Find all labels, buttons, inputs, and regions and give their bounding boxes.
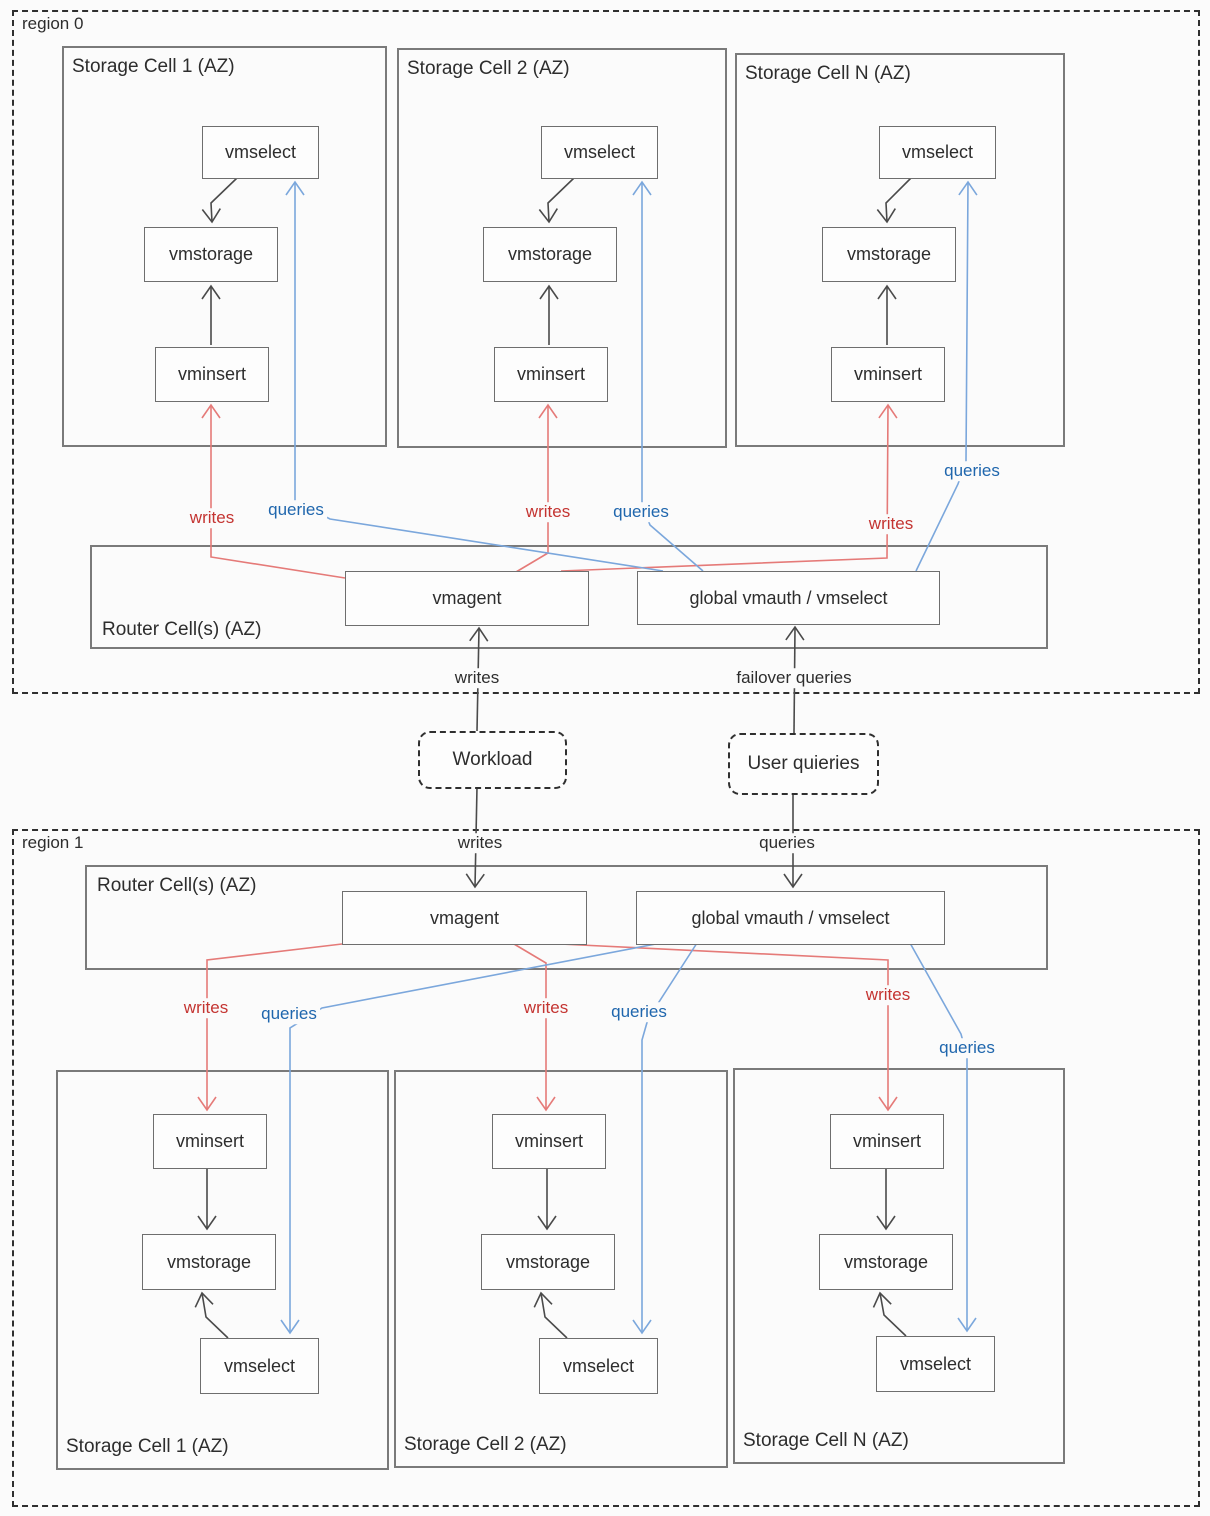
- r0-cell-2-title: Storage Cell 2 (AZ): [407, 58, 570, 79]
- r0cn-vmselect: vmselect: [879, 126, 996, 179]
- r0-cell-n-title: Storage Cell N (AZ): [745, 63, 911, 84]
- region-0-label: region 0: [22, 14, 84, 33]
- r1-writes-label-1: writes: [180, 998, 232, 1018]
- r0-writes-label-3: writes: [865, 514, 917, 534]
- writes-gap-label: writes: [451, 668, 503, 688]
- r0cn-vminsert: vminsert: [831, 347, 945, 402]
- r1-storage-cell-n: Storage Cell N (AZ): [733, 1068, 1065, 1464]
- r1-queries-label-1: queries: [258, 1004, 320, 1024]
- r1-writes-label-3: writes: [862, 985, 914, 1005]
- r0c1-vmstorage: vmstorage: [144, 227, 278, 282]
- r0-queries-label-3: queries: [941, 461, 1003, 481]
- r1cn-vminsert: vminsert: [830, 1114, 944, 1169]
- r1-cell-1-title: Storage Cell 1 (AZ): [66, 1436, 229, 1457]
- r1cn-vmselect: vmselect: [876, 1336, 995, 1392]
- r1-queries-gap-label: queries: [756, 833, 818, 853]
- r0-router-label: Router Cell(s) (AZ): [102, 619, 262, 640]
- r1c2-vmstorage: vmstorage: [481, 1234, 615, 1290]
- r1-queries-label-3: queries: [936, 1038, 998, 1058]
- r1-queries-label-2: queries: [608, 1002, 670, 1022]
- r1c1-vminsert: vminsert: [153, 1114, 267, 1169]
- r0c1-vmselect: vmselect: [202, 126, 319, 179]
- r1-cell-n-title: Storage Cell N (AZ): [743, 1430, 909, 1451]
- user-queries-node: User quieries: [728, 733, 879, 795]
- r0c2-vminsert: vminsert: [494, 347, 608, 402]
- r1c2-vminsert: vminsert: [492, 1114, 606, 1169]
- r1-vmagent: vmagent: [342, 891, 587, 945]
- r0-global-vmauth-vmselect: global vmauth / vmselect: [637, 571, 940, 625]
- region-1-label: region 1: [22, 833, 84, 852]
- region-0-boundary: [12, 10, 1200, 694]
- r0-storage-cell-n: Storage Cell N (AZ): [735, 53, 1065, 447]
- r1-writes-label-2: writes: [520, 998, 572, 1018]
- r0-queries-label-2: queries: [610, 502, 672, 522]
- r0-writes-label-2: writes: [522, 502, 574, 522]
- r1-global-vmauth-vmselect: global vmauth / vmselect: [636, 891, 945, 945]
- r0c2-vmselect: vmselect: [541, 126, 658, 179]
- r1c2-vmselect: vmselect: [539, 1338, 658, 1394]
- r1-cell-2-title: Storage Cell 2 (AZ): [404, 1434, 567, 1455]
- r0-writes-label-1: writes: [186, 508, 238, 528]
- r0-queries-label-1: queries: [265, 500, 327, 520]
- r1c1-vmselect: vmselect: [200, 1338, 319, 1394]
- r0-vmagent: vmagent: [345, 571, 589, 626]
- r0-cell-1-title: Storage Cell 1 (AZ): [72, 56, 235, 77]
- r1cn-vmstorage: vmstorage: [819, 1234, 953, 1290]
- r1-writes-gap-label: writes: [454, 833, 506, 853]
- r1c1-vmstorage: vmstorage: [142, 1234, 276, 1290]
- region-1-boundary: [12, 829, 1200, 1507]
- workload-node: Workload: [418, 731, 567, 789]
- r0c2-vmstorage: vmstorage: [483, 227, 617, 282]
- failover-queries-label: failover queries: [733, 668, 855, 688]
- r1-router-label: Router Cell(s) (AZ): [97, 875, 257, 896]
- r0c1-vminsert: vminsert: [155, 347, 269, 402]
- r0cn-vmstorage: vmstorage: [822, 227, 956, 282]
